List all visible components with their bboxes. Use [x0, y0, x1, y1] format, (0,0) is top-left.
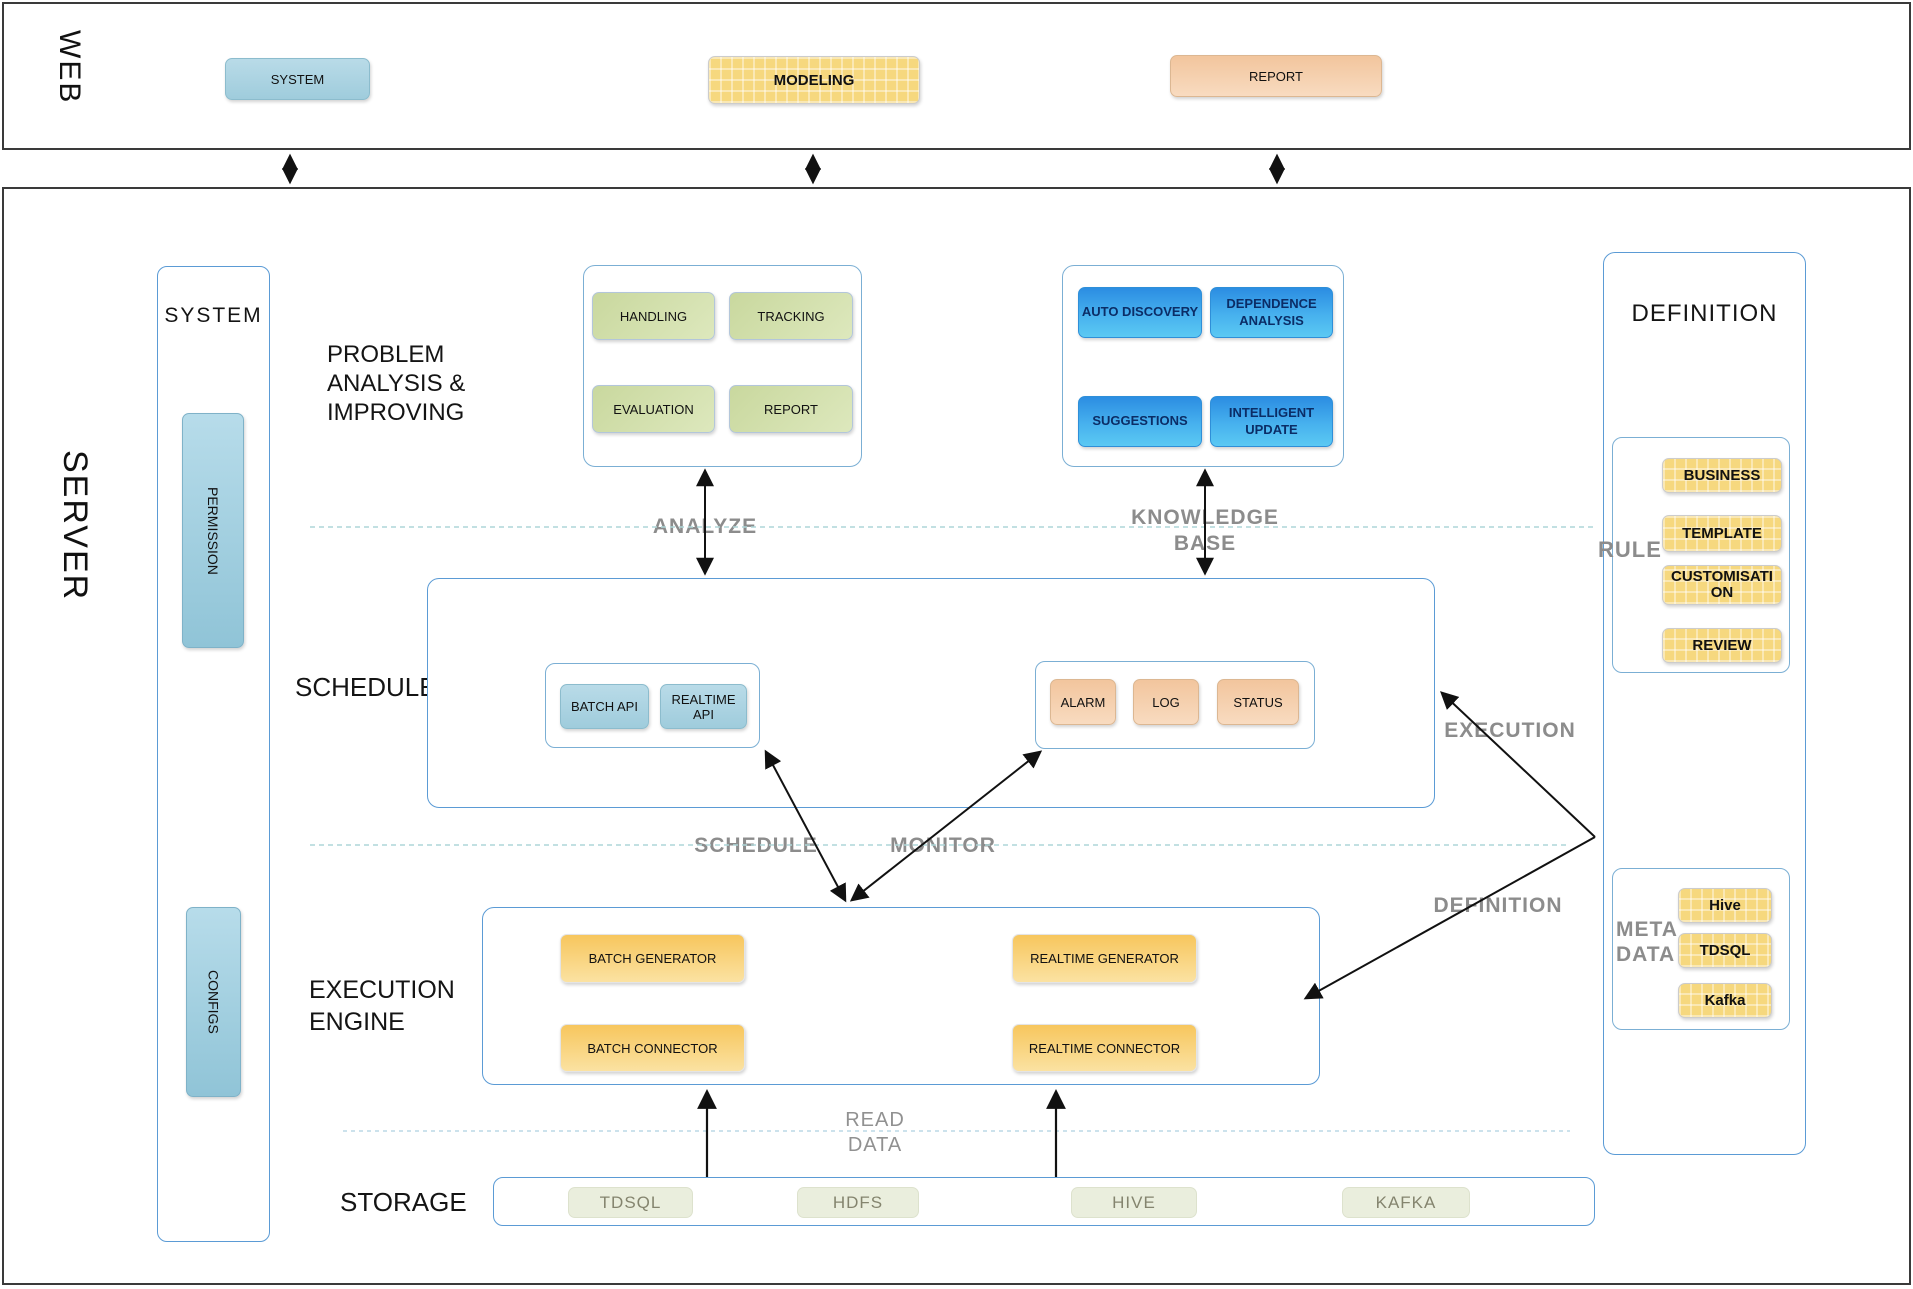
- rule-template-chip: TEMPLATE: [1662, 515, 1782, 552]
- handling-box: HANDLING: [592, 292, 715, 340]
- read-data-label-line2: DATA: [847, 1134, 903, 1156]
- evaluation-box: EVALUATION: [592, 385, 715, 433]
- status-box-label: STATUS: [1233, 694, 1283, 710]
- rule-business-chip: BUSINESS: [1662, 458, 1782, 493]
- log-box: LOG: [1133, 679, 1199, 725]
- web-report-button: REPORT: [1170, 55, 1382, 97]
- definition-flow-label: DEFINITION: [1433, 894, 1563, 917]
- storage-hive-chip: HIVE: [1071, 1187, 1197, 1218]
- rule-business-chip-label: BUSINESS: [1683, 467, 1761, 484]
- batch-api-box: BATCH API: [560, 684, 649, 729]
- metadata-kafka-chip-label: Kafka: [1704, 992, 1746, 1009]
- metadata-label-line2: DATA: [1616, 943, 1676, 967]
- metadata-hive-chip: Hive: [1678, 888, 1772, 923]
- evaluation-box-label: EVALUATION: [613, 401, 694, 417]
- realtime-connector-box-label: REALTIME CONNECTOR: [1028, 1040, 1181, 1056]
- problem-analysis-label-line1: PROBLEM: [327, 341, 445, 368]
- rule-customisation-chip-label: CUSTOMISATION: [1671, 567, 1773, 601]
- knowledge-base-label-line2: BASE: [1173, 532, 1237, 556]
- rule-review-chip-label: REVIEW: [1692, 637, 1752, 654]
- execution-engine-label-line1: EXECUTION: [309, 976, 455, 1004]
- execution-flow-label: EXECUTION: [1444, 719, 1576, 742]
- web-modeling-button: MODELING: [708, 56, 920, 104]
- log-box-label: LOG: [1152, 694, 1180, 710]
- storage-tdsql-chip: TDSQL: [568, 1187, 693, 1218]
- realtime-api-box: REALTIME API: [660, 684, 747, 729]
- knowledge-base-label: KNOWLEDGE BASE: [1130, 505, 1280, 558]
- realtime-connector-box: REALTIME CONNECTOR: [1012, 1024, 1197, 1072]
- batch-api-box-label: BATCH API: [571, 699, 638, 714]
- report-box: REPORT: [729, 385, 853, 433]
- read-data-label: READ DATA: [815, 1108, 935, 1158]
- storage-hive-chip-label: HIVE: [1112, 1192, 1156, 1212]
- web-system-button-label: SYSTEM: [270, 71, 325, 87]
- dependence-analysis-box: DEPENDENCE ANALYSIS: [1210, 287, 1333, 338]
- system-panel-title: SYSTEM: [164, 304, 263, 327]
- realtime-generator-box: REALTIME GENERATOR: [1012, 934, 1197, 983]
- metadata-label-line1: META: [1616, 918, 1678, 941]
- analyze-label: ANALYZE: [652, 515, 758, 538]
- batch-generator-box-label: BATCH GENERATOR: [588, 951, 717, 966]
- intelligent-update-box-label: INTELLIGENT UPDATE: [1228, 405, 1315, 437]
- knowledge-base-label-line1: KNOWLEDGE: [1131, 506, 1279, 529]
- auto-discovery-box-label: AUTO DISCOVERY: [1081, 304, 1199, 320]
- storage-tdsql-chip-label: TDSQL: [599, 1192, 662, 1212]
- auto-discovery-box: AUTO DISCOVERY: [1078, 287, 1202, 338]
- rule-customisation-chip: CUSTOMISATION: [1662, 565, 1782, 605]
- storage-hdfs-chip: HDFS: [797, 1187, 919, 1218]
- definition-panel-title: DEFINITION: [1631, 300, 1778, 327]
- storage-hdfs-chip-label: HDFS: [832, 1192, 884, 1212]
- tracking-box: TRACKING: [729, 292, 853, 340]
- storage-kafka-chip-label: KAFKA: [1375, 1192, 1437, 1212]
- tracking-box-label: TRACKING: [757, 308, 825, 324]
- execution-engine-label: EXECUTION ENGINE: [309, 974, 489, 1038]
- web-system-button: SYSTEM: [225, 58, 370, 100]
- problem-analysis-label-line2: ANALYSIS &: [327, 370, 466, 397]
- intelligent-update-box: INTELLIGENT UPDATE: [1210, 396, 1333, 447]
- suggestions-box-label: SUGGESTIONS: [1092, 413, 1188, 429]
- problem-analysis-label-line3: IMPROVING: [327, 399, 465, 426]
- realtime-generator-box-label: REALTIME GENERATOR: [1030, 951, 1179, 966]
- suggestions-box: SUGGESTIONS: [1078, 396, 1202, 447]
- configs-box: CONFIGS: [186, 907, 241, 1097]
- storage-kafka-chip: KAFKA: [1342, 1187, 1470, 1218]
- batch-generator-box: BATCH GENERATOR: [560, 934, 745, 983]
- execution-engine-label-line2: ENGINE: [309, 1008, 405, 1036]
- metadata-hive-chip-label: Hive: [1709, 897, 1741, 914]
- metadata-tdsql-chip-label: TDSQL: [1699, 942, 1751, 959]
- handling-box-label: HANDLING: [619, 308, 688, 324]
- configs-box-label: CONFIGS: [205, 970, 222, 1034]
- web-report-button-label: REPORT: [1249, 68, 1303, 84]
- realtime-api-box-label: REALTIME API: [671, 691, 736, 722]
- metadata-kafka-chip: Kafka: [1678, 983, 1772, 1018]
- rule-template-chip-label: TEMPLATE: [1682, 525, 1762, 542]
- alarm-box: ALARM: [1050, 679, 1116, 725]
- rule-review-chip: REVIEW: [1662, 628, 1782, 663]
- problem-analysis-label: PROBLEM ANALYSIS & IMPROVING: [327, 340, 557, 427]
- metadata-tdsql-chip: TDSQL: [1678, 933, 1772, 968]
- read-data-label-line1: READ: [845, 1109, 905, 1131]
- storage-label: STORAGE: [340, 1187, 467, 1217]
- schedule-label: SCHEDULE: [694, 834, 818, 857]
- report-box-label: REPORT: [764, 401, 818, 417]
- alarm-box-label: ALARM: [1060, 694, 1106, 710]
- web-section-label: WEB: [53, 30, 86, 105]
- status-box: STATUS: [1217, 679, 1299, 725]
- batch-connector-box: BATCH CONNECTOR: [560, 1024, 745, 1072]
- metadata-label: META DATA: [1616, 917, 1678, 967]
- permission-box: PERMISSION: [182, 413, 244, 648]
- dependence-analysis-box-label: DEPENDENCE ANALYSIS: [1226, 296, 1317, 328]
- server-section-label: SERVER: [56, 450, 94, 602]
- batch-connector-box-label: BATCH CONNECTOR: [587, 1040, 718, 1056]
- web-modeling-button-label: MODELING: [773, 71, 855, 89]
- rule-label: RULE: [1598, 537, 1662, 562]
- monitor-label: MONITOR: [890, 834, 996, 857]
- permission-box-label: PERMISSION: [205, 486, 221, 575]
